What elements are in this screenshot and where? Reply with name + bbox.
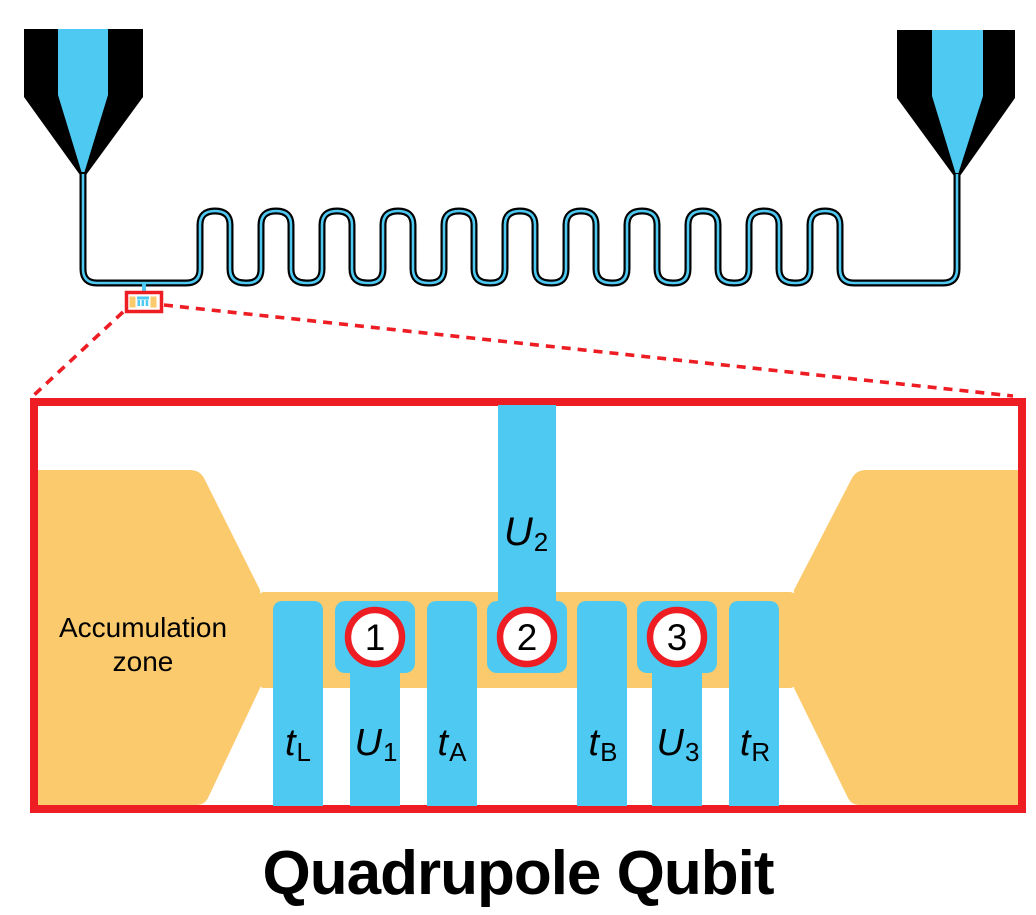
accumulation-zone-right [794, 470, 1018, 805]
accumulation-zone-left [38, 470, 260, 805]
site-marker-1: 1 [344, 606, 406, 668]
resonator-outline [79, 174, 961, 287]
zoom-source-box [124, 290, 164, 314]
site-marker-2: 2 [496, 606, 558, 668]
gate-U1-finger [350, 650, 400, 806]
gate-label-tB-sub: B [600, 736, 618, 767]
callout-line-right [163, 303, 1014, 398]
gate-U3-finger [652, 650, 702, 806]
site-marker-3: 3 [646, 606, 708, 668]
gate-label-U2-main: U [503, 510, 533, 554]
mini-accumulation-left [129, 296, 136, 308]
mini-gate-bar [137, 296, 149, 300]
gate-label-tL: tL [285, 722, 311, 768]
site-1-ring [344, 606, 406, 668]
gate-label-U1: U1 [355, 722, 398, 768]
gate-label-U1-sub: 1 [382, 736, 398, 767]
gate-label-tL-main: t [284, 722, 296, 764]
gate-tB [577, 601, 627, 806]
bond-pad-left-inner [58, 29, 108, 172]
callout-line-left [31, 310, 125, 398]
site-3-number: 3 [667, 617, 688, 658]
gate-label-tR-sub: R [751, 736, 771, 767]
gate-label-tL-sub: L [296, 736, 312, 767]
gate-label-tR-main: t [739, 722, 751, 764]
site-3-ring [646, 606, 708, 668]
mini-gate-finger-3 [145, 300, 149, 306]
gate-label-tA-main: t [437, 722, 449, 764]
accumulation-zone-label: Accumulation zone [58, 612, 228, 677]
gate-label-U3: U3 [657, 722, 700, 768]
gate-U2-stem [498, 405, 556, 635]
bond-pad-right [897, 30, 1015, 176]
gate-label-U2: U2 [504, 510, 548, 558]
gate-tA [427, 601, 477, 806]
gate-label-U1-main: U [354, 722, 382, 764]
site-1-number: 1 [365, 617, 386, 658]
gate-label-tA: tA [438, 722, 467, 768]
bond-pad-right-inner [932, 30, 983, 173]
gate-label-U2-sub: 2 [533, 526, 549, 557]
gate-label-U3-sub: 3 [684, 736, 700, 767]
gate-tL [273, 601, 323, 806]
gate-label-tB: tB [589, 722, 618, 768]
mini-accumulation-right [150, 296, 157, 308]
mini-gate-finger-2 [141, 300, 145, 306]
gate-label-U3-main: U [656, 722, 684, 764]
gate-tR [729, 601, 779, 806]
site-2-ring [496, 606, 558, 668]
site-2-number: 2 [517, 617, 538, 658]
gate-label-tR: tR [740, 722, 770, 768]
resonator-core [81, 174, 959, 285]
bond-pad-left [24, 29, 143, 175]
figure-title: Quadrupole Qubit [262, 839, 775, 908]
mini-gate-finger-1 [137, 300, 140, 306]
gate-label-tB-main: t [588, 722, 600, 764]
gate-label-tA-sub: A [449, 736, 467, 767]
